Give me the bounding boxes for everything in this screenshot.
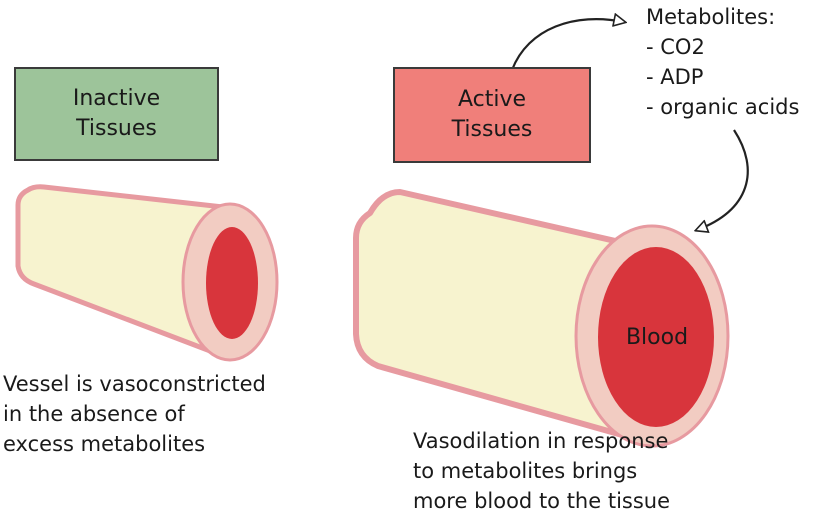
caption-line: in the absence of xyxy=(3,402,185,426)
caption-line: to metabolites brings xyxy=(413,459,638,483)
metabolite-item: - ADP xyxy=(646,65,704,89)
active-tissues-line1: Active xyxy=(457,87,527,112)
caption-line: more blood to the tissue xyxy=(413,489,671,513)
caption-line: excess metabolites xyxy=(3,432,206,456)
inactive-tissues-line2: Tissues xyxy=(76,116,157,141)
constricted-vessel-blood xyxy=(206,227,258,339)
dilated-vessel-blood xyxy=(598,247,714,427)
blood-label: Blood xyxy=(626,325,688,350)
metabolite-item: - CO2 xyxy=(646,35,705,59)
dilated-caption: Vasodilation in response to metabolites … xyxy=(413,426,670,516)
arrow-metabolites-to-vessel xyxy=(697,129,749,230)
caption-line: Vasodilation in response xyxy=(413,429,669,453)
constricted-vessel xyxy=(15,184,279,362)
arrow-active-to-metabolites xyxy=(510,19,624,71)
metabolites-title: Metabolites: xyxy=(646,5,776,29)
dilated-vessel: Blood xyxy=(353,189,730,448)
inactive-tissues-box: Inactive Tissues xyxy=(14,67,219,161)
constricted-caption: Vessel is vasoconstricted in the absence… xyxy=(3,369,266,459)
dilated-vessel-body xyxy=(353,189,649,443)
constricted-vessel-body xyxy=(15,184,235,360)
metabolites-list: Metabolites: - CO2 - ADP - organic acids xyxy=(646,2,799,122)
caption-line: Vessel is vasoconstricted xyxy=(3,372,266,396)
active-tissues-line2: Tissues xyxy=(451,117,533,142)
active-tissues-box: Active Tissues xyxy=(393,67,591,163)
inactive-tissues-line1: Inactive xyxy=(72,86,161,111)
metabolite-item: - organic acids xyxy=(646,95,800,119)
